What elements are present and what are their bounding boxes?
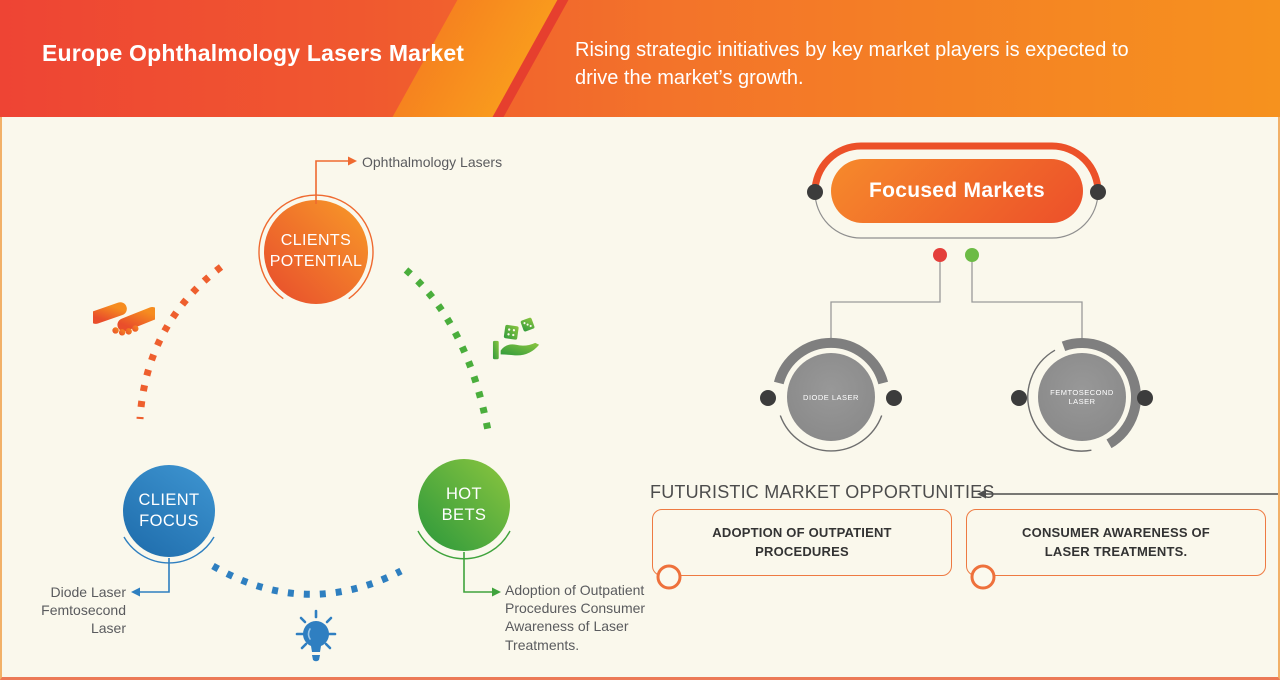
focused-markets-pill: Focused Markets xyxy=(831,159,1083,223)
opportunity-box-outpatient: ADOPTION OF OUTPATIENT PROCEDURES xyxy=(652,509,952,576)
client-focus-circle: CLIENT FOCUS xyxy=(123,465,215,557)
top-banner xyxy=(0,0,1280,117)
dice-hand-icon xyxy=(492,317,540,360)
page-title: Europe Ophthalmology Lasers Market xyxy=(42,40,465,66)
hot-bets-circle: HOT BETS xyxy=(418,459,510,551)
node-femtosecond-laser: FEMTOSECOND LASER xyxy=(1038,353,1126,441)
diode-femtosecond-note: Diode Laser Femtosecond Laser xyxy=(41,584,126,637)
futuristic-opportunities-heading: FUTURISTIC MARKET OPPORTUNITIES xyxy=(650,482,995,502)
opportunity-box-awareness: CONSUMER AWARENESS OF LASER TREATMENTS. xyxy=(966,509,1266,576)
lightbulb-icon xyxy=(295,609,337,662)
ophthalmology-lasers-note: Ophthalmology Lasers xyxy=(362,154,503,170)
adoption-awareness-note: Adoption of Outpatient Procedures Consum… xyxy=(505,582,646,653)
node-diode-laser: DIODE LASER xyxy=(787,353,875,441)
handshake-icon xyxy=(93,302,155,336)
clients-potential-circle: CLIENTS POTENTIAL xyxy=(264,200,368,304)
page-subtitle: Rising strategic initiatives by key mark… xyxy=(575,39,1129,89)
